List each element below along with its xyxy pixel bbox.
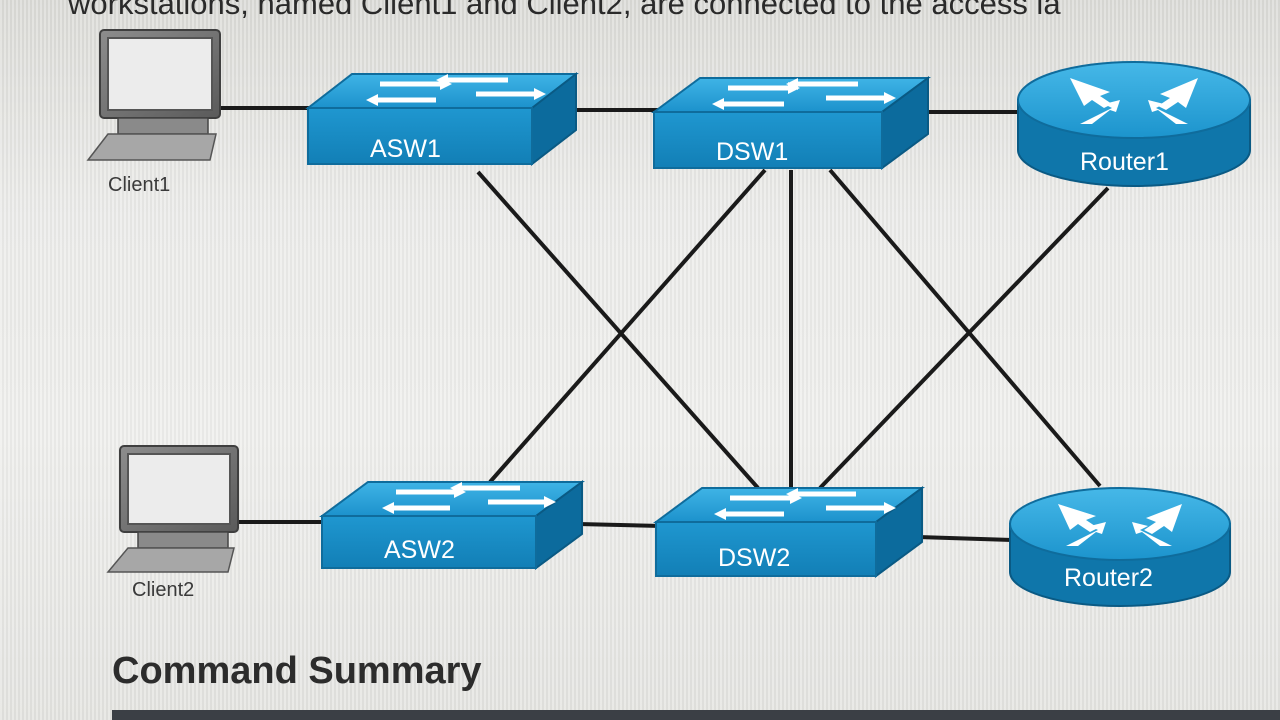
section-heading: Command Summary (112, 650, 482, 692)
links (218, 106, 1110, 542)
router1-label: Router1 (1080, 148, 1169, 176)
client1-label: Client1 (108, 174, 170, 196)
dsw2-node: DSW2 (652, 486, 926, 578)
pc-icon (86, 29, 221, 161)
asw2-node: ASW2 (318, 480, 586, 570)
router1-node: Router1 (1017, 61, 1251, 187)
client2-label: Client2 (132, 579, 194, 601)
client1-node: Client1 (86, 29, 221, 196)
router-icon (1017, 61, 1251, 187)
dsw1-label: DSW1 (716, 138, 788, 166)
asw1-label: ASW1 (370, 135, 441, 163)
switch-icon (650, 76, 932, 170)
asw1-node: ASW1 (305, 71, 579, 167)
client2-node: Client2 (106, 445, 239, 601)
dsw1-node: DSW1 (650, 76, 932, 170)
link-asw1-dsw2 (476, 170, 760, 490)
dsw2-label: DSW2 (718, 544, 790, 572)
link-asw2-dsw2 (577, 522, 663, 528)
link-dsw2-router1 (818, 186, 1110, 490)
router2-label: Router2 (1064, 564, 1153, 592)
heading-divider (112, 710, 1280, 720)
intro-text: workstations, named Client1 and Client2,… (68, 0, 1061, 21)
router-icon (1009, 487, 1231, 607)
switch-icon (305, 71, 579, 167)
router2-node: Router2 (1009, 487, 1231, 607)
asw2-label: ASW2 (384, 536, 455, 564)
link-dsw2-router2 (917, 535, 1013, 542)
pc-icon (106, 445, 239, 573)
switch-icon (652, 486, 926, 578)
switch-icon (318, 480, 586, 570)
link-asw2-dsw1 (488, 168, 767, 484)
link-dsw1-router2 (828, 168, 1102, 488)
